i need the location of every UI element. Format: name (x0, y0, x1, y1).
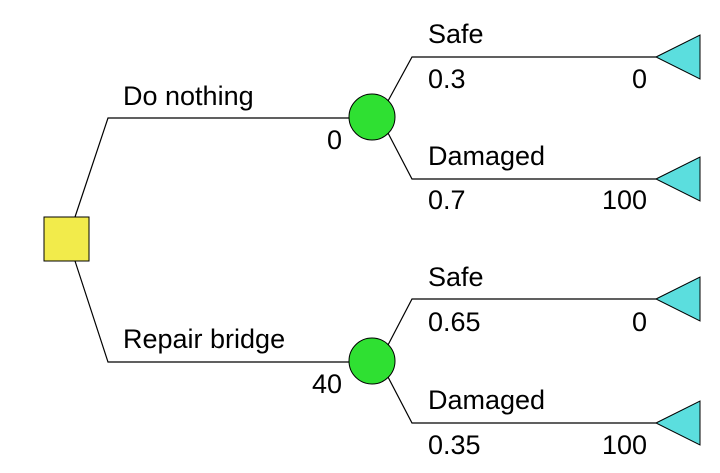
outcome-label-repair-bridge-damaged: Damaged (428, 385, 545, 415)
outcome-probability-repair-bridge-damaged: 0.35 (428, 430, 481, 460)
outcome-probability-repair-bridge-safe: 0.65 (428, 307, 481, 337)
branch-label-repair-bridge: Repair bridge (123, 324, 285, 354)
terminal-node-repair-bridge-safe[interactable] (654, 276, 701, 322)
outcome-probability-do-nothing-safe: 0.3 (428, 64, 466, 94)
branch-line-do-nothing (74, 117, 350, 218)
outcome-line-repair-bridge-safe (387, 298, 656, 346)
outcome-line-do-nothing-damaged (387, 132, 656, 180)
chance-node-repair-bridge[interactable] (348, 337, 396, 385)
outcome-label-repair-bridge-safe: Safe (428, 262, 484, 292)
branch-value-do-nothing: 0 (327, 125, 342, 155)
terminal-node-repair-bridge-damaged[interactable] (654, 400, 701, 446)
branch-repair-bridge: Repair bridge 40 Safe 0.65 0 Damaged 0.3… (74, 260, 701, 460)
outcome-label-do-nothing-safe: Safe (428, 19, 484, 49)
terminal-node-do-nothing-damaged[interactable] (654, 156, 701, 202)
branch-line-repair-bridge (74, 260, 350, 363)
outcome-probability-do-nothing-damaged: 0.7 (428, 185, 466, 215)
outcome-payoff-do-nothing-safe: 0 (632, 64, 647, 94)
outcome-payoff-repair-bridge-damaged: 100 (602, 430, 647, 460)
branch-value-repair-bridge: 40 (312, 369, 342, 399)
outcome-label-do-nothing-damaged: Damaged (428, 141, 545, 171)
outcome-line-do-nothing-safe (387, 56, 656, 102)
chance-node-do-nothing[interactable] (348, 93, 396, 141)
terminal-node-do-nothing-safe[interactable] (654, 34, 701, 80)
outcome-line-repair-bridge-damaged (387, 376, 656, 424)
outcome-payoff-repair-bridge-safe: 0 (632, 307, 647, 337)
branch-label-do-nothing: Do nothing (123, 81, 254, 111)
decision-node[interactable] (43, 216, 90, 262)
branch-do-nothing: Do nothing 0 Safe 0.3 0 Damaged 0.7 100 (74, 19, 701, 218)
outcome-payoff-do-nothing-damaged: 100 (602, 185, 647, 215)
